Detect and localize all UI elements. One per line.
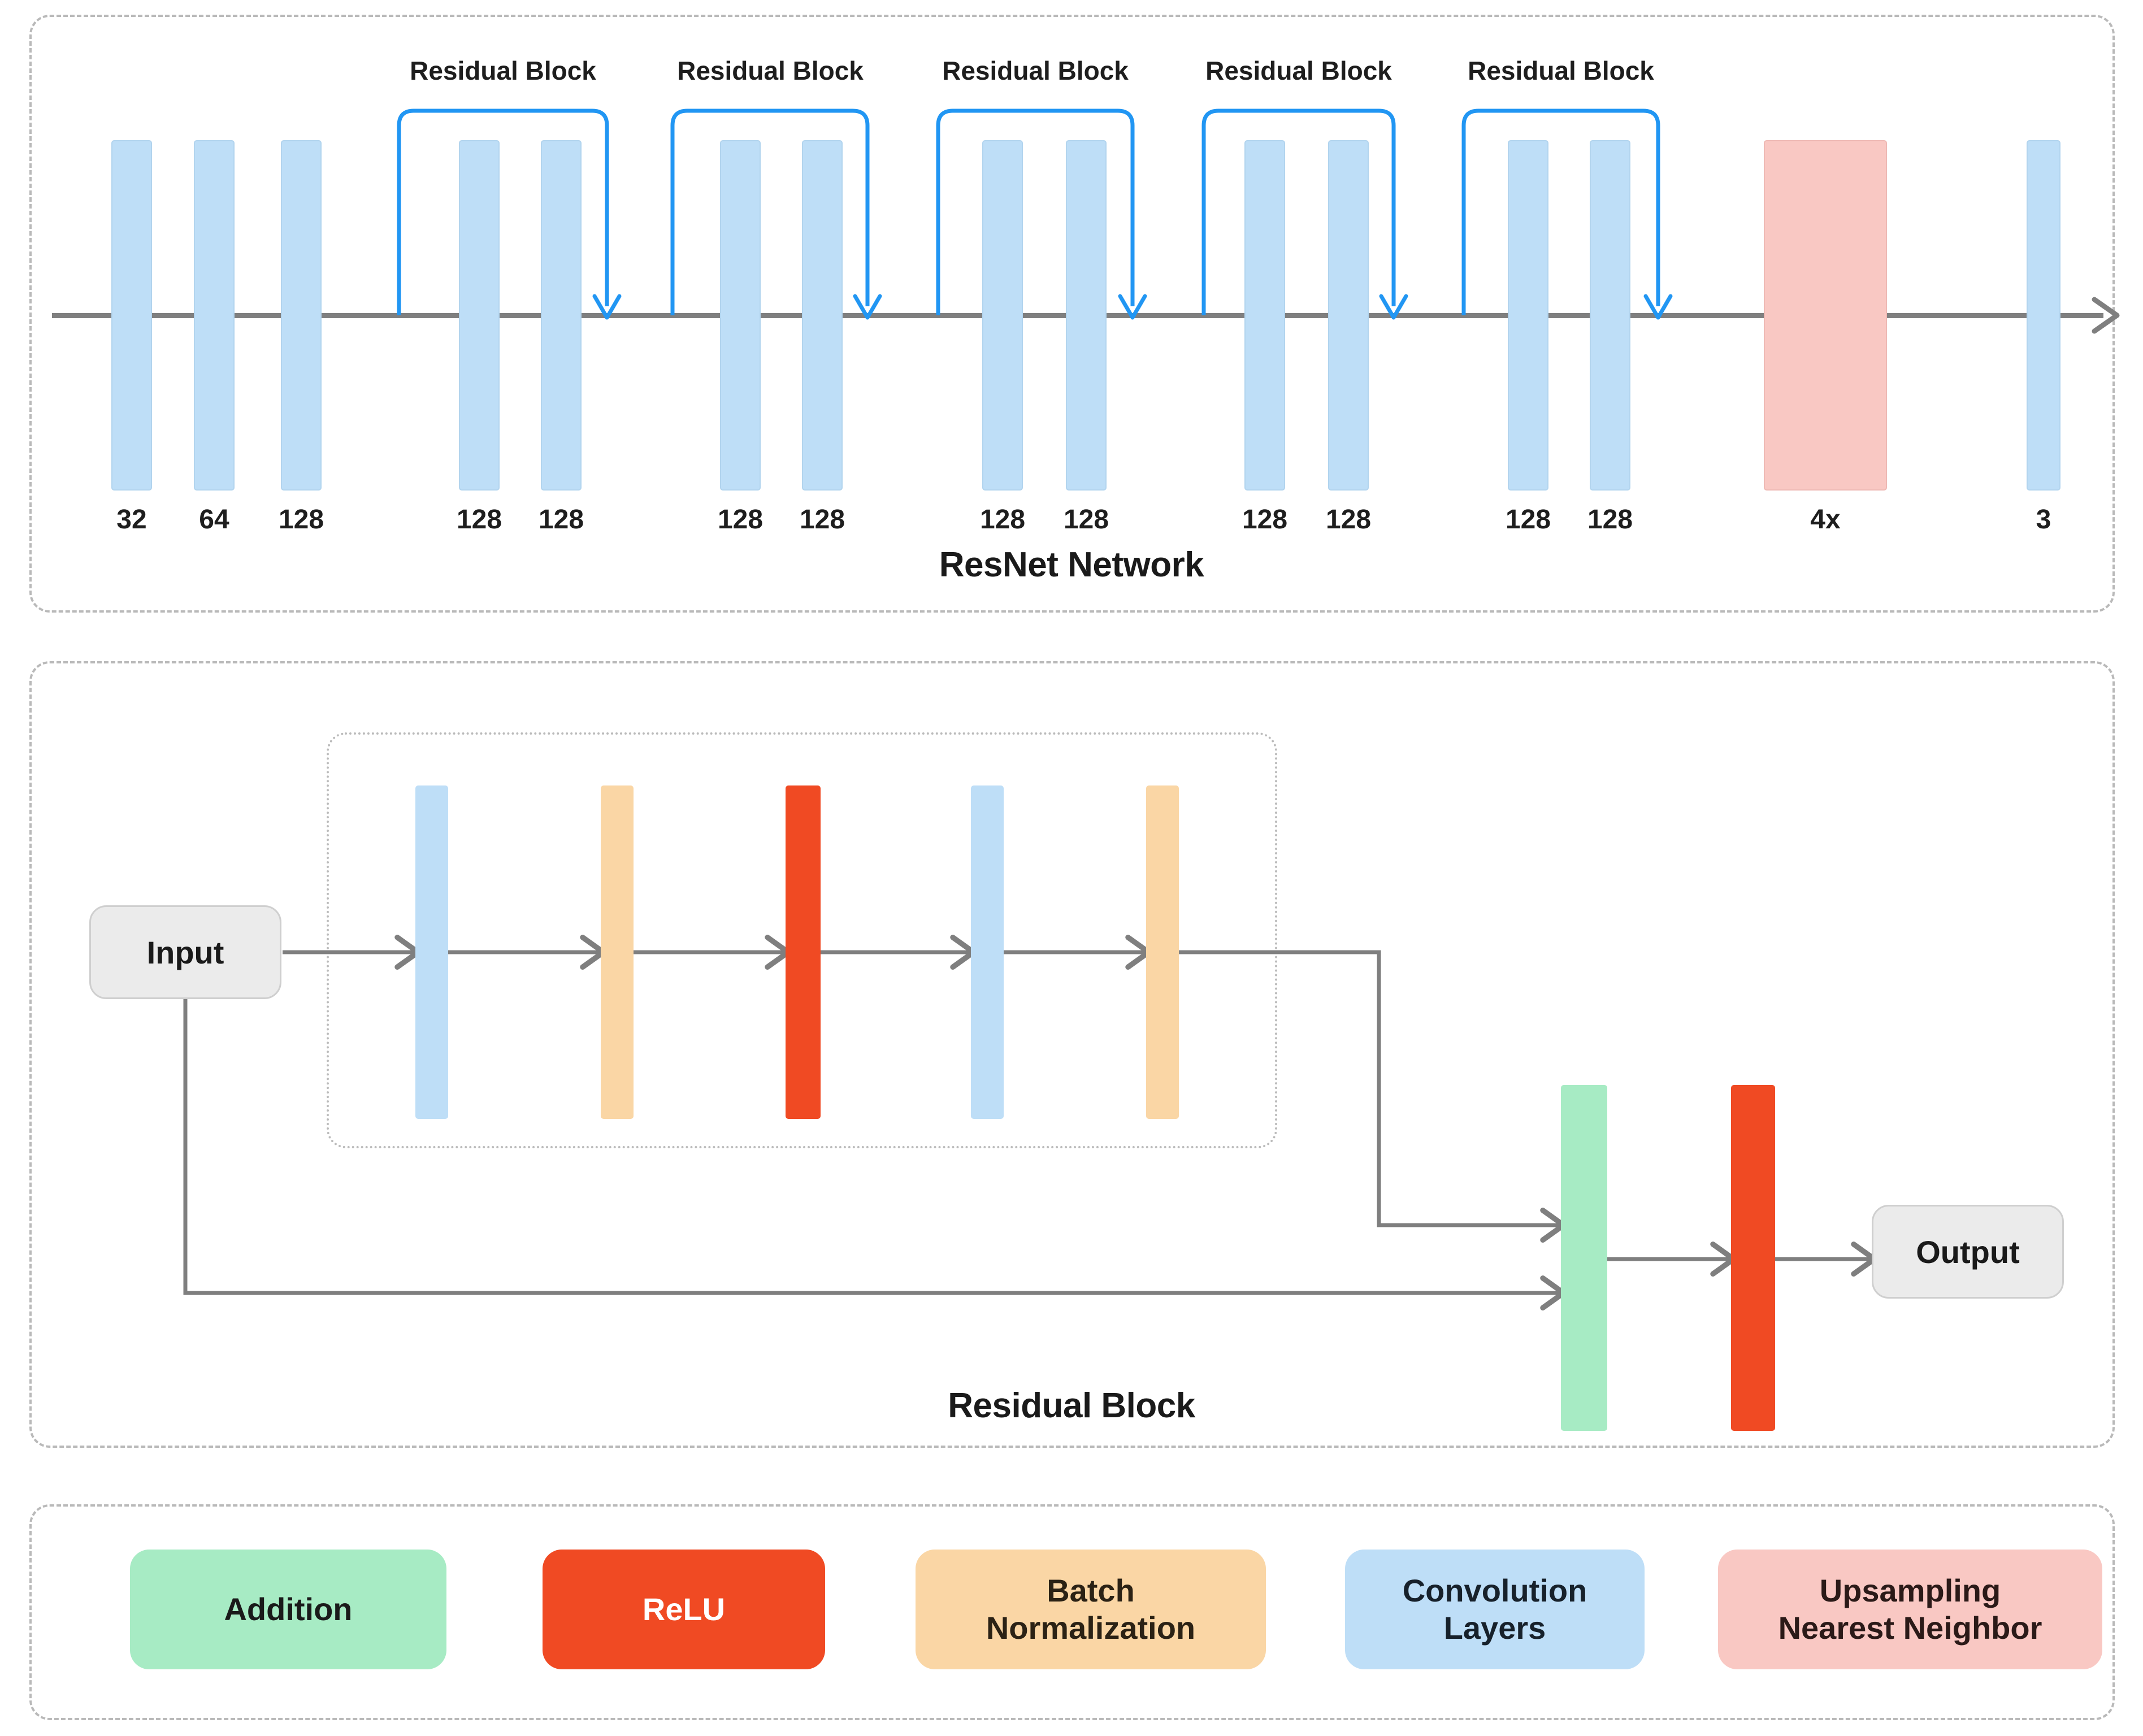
legend-item-addition[interactable]: Addition <box>130 1550 446 1669</box>
resnet-layer-label-0: 32 <box>116 505 147 535</box>
skip-connection-label-1: Residual Block <box>410 56 596 85</box>
resnet-layer-label-13: 4x <box>1810 505 1841 535</box>
resnet-layer-bar-conv-12 <box>1590 140 1630 491</box>
resnet-layer-bar-conv-1 <box>194 140 235 491</box>
resnet-layer-label-5: 128 <box>717 505 764 535</box>
resnet-panel-title: ResNet Network <box>939 545 1204 584</box>
resnet-layer-label-4: 128 <box>538 505 584 535</box>
resnet-layer-bar-conv-6 <box>802 140 843 491</box>
skip-connection-label-3: Residual Block <box>942 56 1129 85</box>
resnet-layer-label-2: 128 <box>278 505 324 535</box>
residual-bar-relu-1 <box>786 785 821 1119</box>
resnet-layer-label-10: 128 <box>1325 505 1372 535</box>
skip-connection-label-5: Residual Block <box>1468 56 1654 85</box>
skip-connection-bracket-5 <box>1461 108 1673 320</box>
legend-item-label-relu: ReLU <box>642 1591 726 1627</box>
resnet-layer-bar-conv-9 <box>1244 140 1285 491</box>
resnet-layer-bar-conv-11 <box>1508 140 1548 491</box>
output-node[interactable]: Output <box>1872 1205 2064 1299</box>
skip-connection-label-2: Residual Block <box>677 56 864 85</box>
resnet-layer-bar-conv-2 <box>281 140 322 491</box>
resnet-axis-arrow-icon <box>2092 297 2120 334</box>
input-node[interactable]: Input <box>89 905 281 999</box>
resnet-layer-bar-conv-10 <box>1328 140 1369 491</box>
resnet-layer-label-11: 128 <box>1505 505 1551 535</box>
resnet-layer-label-12: 128 <box>1587 505 1633 535</box>
resnet-layer-label-14: 3 <box>2036 505 2051 535</box>
resnet-layer-label-7: 128 <box>979 505 1026 535</box>
resnet-layer-bar-conv-14 <box>2027 140 2060 491</box>
residual-bar-relu-out <box>1731 1085 1775 1431</box>
residual-bar-addition <box>1561 1085 1607 1431</box>
residual-bar-conv-2 <box>971 785 1004 1119</box>
skip-connection-bracket-3 <box>936 108 1147 320</box>
resnet-layer-bar-conv-5 <box>720 140 761 491</box>
resnet-layer-bar-conv-4 <box>541 140 582 491</box>
resnet-layer-bar-conv-0 <box>111 140 152 491</box>
residual-panel-title: Residual Block <box>948 1386 1195 1425</box>
residual-bar-batchnorm-1 <box>601 785 634 1119</box>
resnet-layer-label-6: 128 <box>799 505 845 535</box>
resnet-layer-bar-conv-8 <box>1066 140 1107 491</box>
resnet-layer-bar-upsampling-13 <box>1764 140 1887 491</box>
resnet-layer-bar-conv-3 <box>459 140 500 491</box>
skip-connection-bracket-1 <box>397 108 622 320</box>
resnet-layer-label-8: 128 <box>1063 505 1109 535</box>
skip-connection-bracket-4 <box>1201 108 1408 320</box>
resnet-layer-label-3: 128 <box>456 505 502 535</box>
resnet-layer-label-9: 128 <box>1242 505 1288 535</box>
skip-connection-label-4: Residual Block <box>1205 56 1392 85</box>
legend-item-relu[interactable]: ReLU <box>543 1550 825 1669</box>
residual-bar-conv-1 <box>415 785 448 1119</box>
resnet-layer-label-1: 64 <box>199 505 229 535</box>
resnet-layer-bar-conv-7 <box>982 140 1023 491</box>
skip-connection-bracket-2 <box>670 108 882 320</box>
legend-item-label-addition: Addition <box>224 1591 353 1627</box>
residual-bar-batchnorm-2 <box>1146 785 1179 1119</box>
